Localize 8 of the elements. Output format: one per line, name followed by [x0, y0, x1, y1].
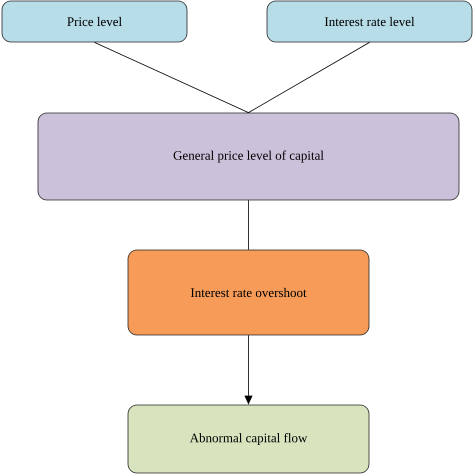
process-box: Interest rate overshoot: [128, 250, 370, 336]
connector-line: [248, 200, 249, 250]
connector-line: [248, 42, 370, 113]
process-box: Abnormal capital flow: [128, 404, 370, 474]
process-box: Price level: [2, 0, 188, 42]
process-box: General price level of capital: [38, 112, 460, 200]
process-box: Interest rate level: [266, 0, 472, 42]
connector-line: [94, 42, 249, 113]
